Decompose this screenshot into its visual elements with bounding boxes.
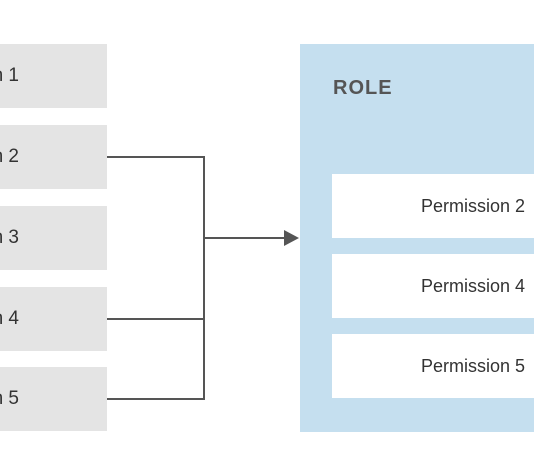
arrow-head-icon — [284, 230, 299, 246]
permission-box-5: Permission 5 — [0, 367, 107, 431]
permission-box-1: Permission 1 — [0, 44, 107, 108]
role-permission-label: Permission 5 — [421, 355, 526, 376]
role-panel: ROLE Permission 2 Permission 4 Permissio… — [300, 44, 534, 432]
permission-label: Permission 2 — [0, 146, 19, 167]
permission-box-4: Permission 4 — [0, 287, 107, 351]
permission-label: Permission 4 — [0, 308, 19, 329]
role-title: ROLE — [333, 77, 393, 99]
role-permission-label: Permission 2 — [421, 195, 526, 216]
connector-from-permission-5 — [107, 238, 205, 400]
role-permission-5: Permission 5 — [332, 334, 534, 398]
permission-box-2: Permission 2 — [0, 125, 107, 189]
connector-from-permission-2 — [107, 156, 205, 238]
role-permission-label: Permission 4 — [421, 275, 526, 296]
role-permission-4: Permission 4 — [332, 254, 534, 318]
permission-label: Permission 3 — [0, 227, 19, 248]
role-permission-2: Permission 2 — [332, 174, 534, 238]
permission-box-3: Permission 3 — [0, 206, 107, 270]
permission-label: Permission 5 — [0, 388, 19, 409]
permission-label: Permission 1 — [0, 65, 19, 86]
